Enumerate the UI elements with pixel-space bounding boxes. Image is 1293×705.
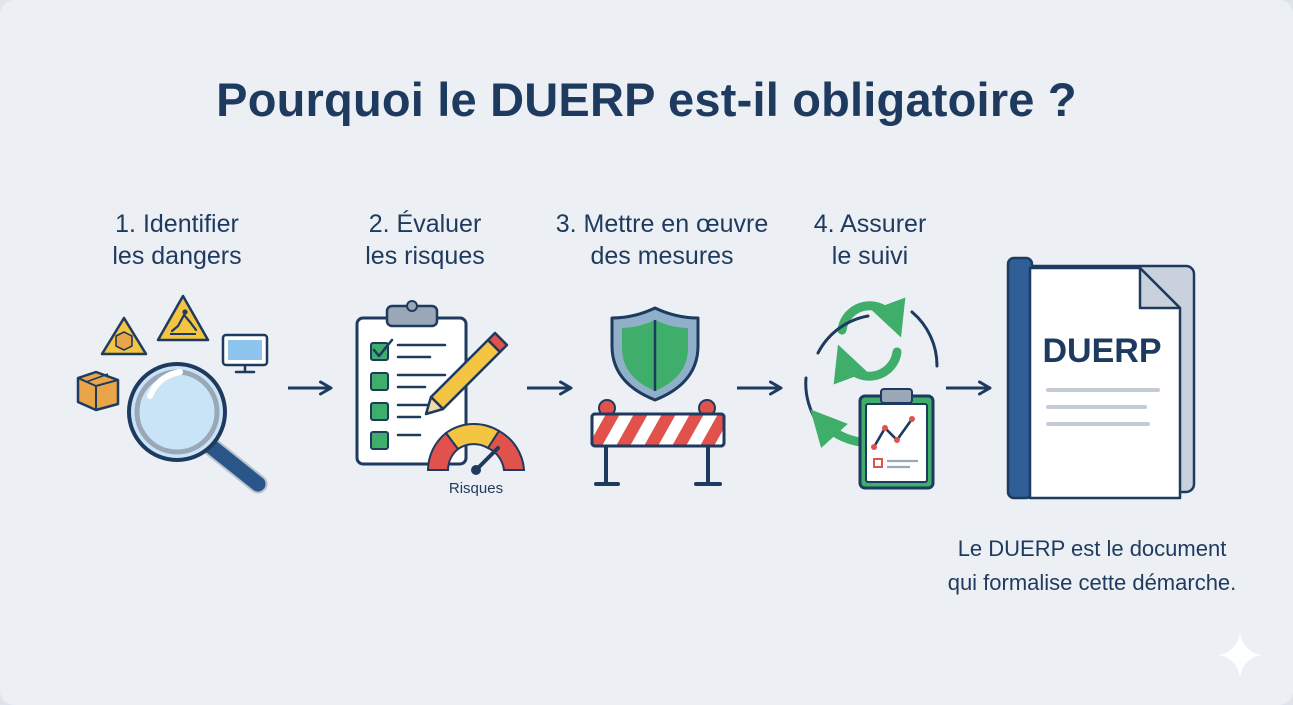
sparkle-icon <box>1218 632 1262 678</box>
step-1-label: 1. Identifier les dangers <box>77 208 277 272</box>
gauge-label: Risques <box>449 480 503 497</box>
step-2-line1: 2. Évaluer <box>368 210 482 238</box>
warning-icon <box>156 294 210 342</box>
monitor-icon <box>221 333 269 374</box>
pencil-icon <box>424 331 509 416</box>
page-title: Pourquoi le DUERP est-il obligatoire ? <box>216 73 1077 126</box>
magnifier-icon <box>127 362 268 494</box>
step-4-line2: le suivi <box>831 242 909 270</box>
step-4-label: 4. Assurer le suivi <box>780 208 960 272</box>
document-icon <box>1006 256 1196 500</box>
step-3-line1: 3. Mettre en œuvre <box>555 210 769 238</box>
step-3-line2: des mesures <box>590 242 734 270</box>
warning-icon <box>100 316 148 356</box>
box-icon <box>76 370 120 412</box>
clipboard-icon <box>355 300 468 466</box>
chart-clipboard-icon <box>858 388 935 490</box>
document-label: DUERP <box>1042 332 1161 370</box>
gauge-icon <box>426 423 526 475</box>
step-3-label: 3. Mettre en œuvre des mesures <box>535 208 789 272</box>
step-2-label: 2. Évaluer les risques <box>325 208 525 272</box>
step-4-line1: 4. Assurer <box>813 210 927 238</box>
step-1-line1: 1. Identifier <box>115 210 239 238</box>
barrier-icon <box>590 399 726 486</box>
step-1-line2: les dangers <box>112 242 242 270</box>
cycle-arrows-icon <box>804 297 939 449</box>
shield-icon <box>610 306 700 402</box>
caption-line2: qui formalise cette démarche. <box>947 570 1237 595</box>
caption: Le DUERP est le document qui formalise c… <box>900 532 1284 600</box>
step-2-line2: les risques <box>365 242 485 270</box>
caption-line1: Le DUERP est le document <box>957 536 1227 561</box>
